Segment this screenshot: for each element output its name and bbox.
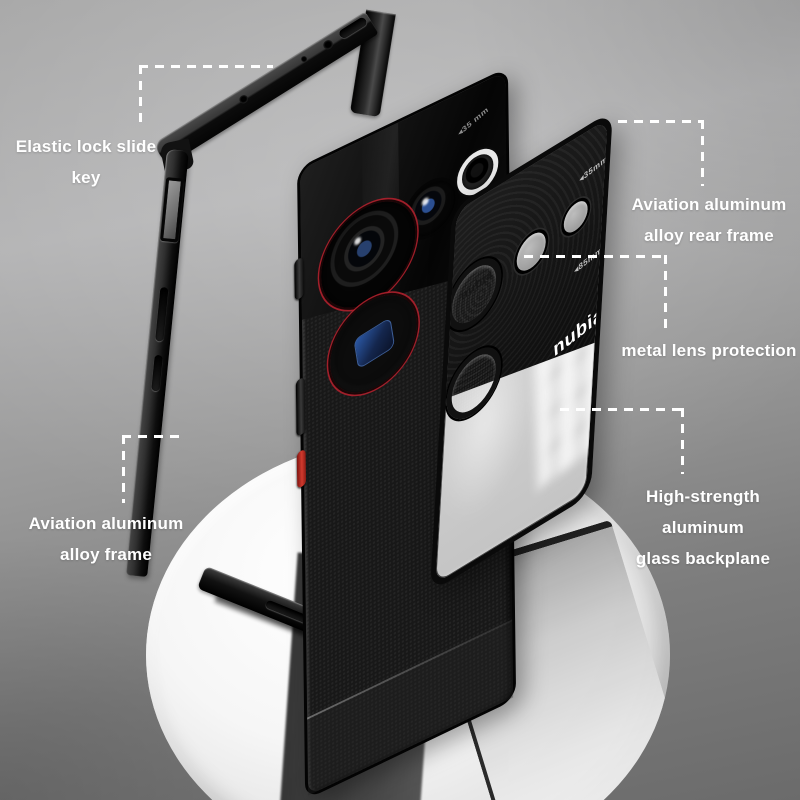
connector-line bbox=[139, 65, 142, 127]
screw-hole bbox=[321, 38, 335, 52]
fabric-ring-logo: nubia bbox=[460, 265, 493, 304]
annotation-label: Aviation aluminum alloy rear frame bbox=[631, 195, 787, 245]
annotation-label: Elastic lock slide key bbox=[15, 137, 157, 187]
red-action-button bbox=[296, 448, 307, 489]
connector-line bbox=[681, 408, 684, 474]
volume-button bbox=[295, 376, 306, 437]
connector-line bbox=[618, 120, 704, 123]
antenna-slot bbox=[155, 287, 169, 342]
connector-line bbox=[122, 435, 125, 503]
connector-line bbox=[122, 435, 184, 438]
connector-line bbox=[701, 120, 704, 186]
connector-line bbox=[139, 65, 273, 68]
screw-hole bbox=[237, 93, 250, 105]
periscope-prism bbox=[353, 316, 396, 370]
annotation-label: metal lens protection bbox=[621, 341, 797, 360]
connector-line bbox=[560, 408, 684, 411]
connector-line bbox=[524, 255, 667, 258]
power-button bbox=[294, 256, 304, 301]
antenna-slot bbox=[151, 354, 163, 392]
annotation-label: High-strength aluminum glass backplane bbox=[635, 487, 771, 568]
annotation-label: Aviation aluminum alloy frame bbox=[28, 514, 184, 564]
pin-hole bbox=[299, 54, 309, 64]
connector-line bbox=[664, 255, 667, 331]
